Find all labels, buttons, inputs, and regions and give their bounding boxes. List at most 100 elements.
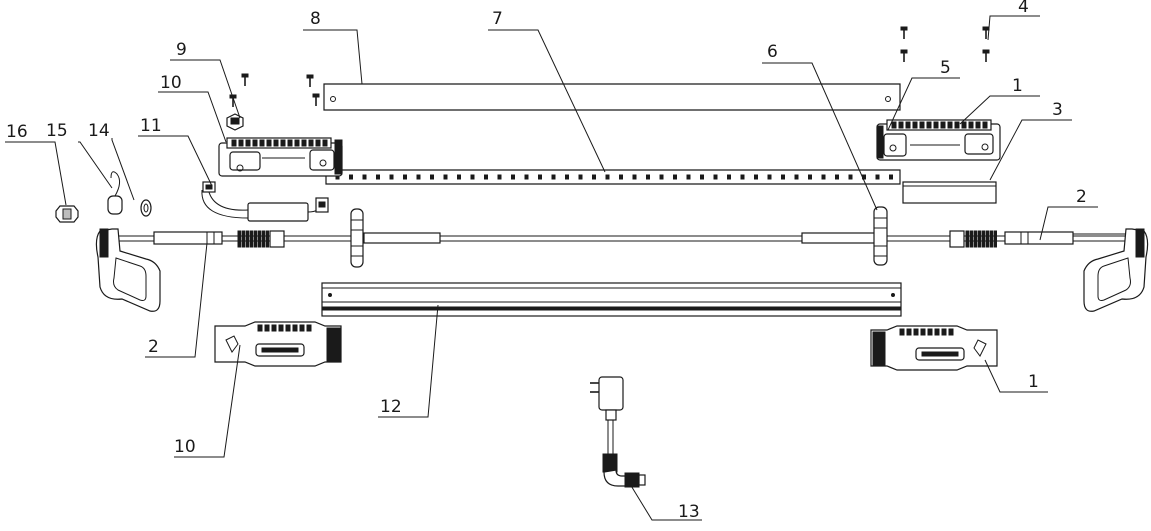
strip-hole	[524, 174, 529, 180]
housing-rib	[308, 139, 314, 147]
strip-hole	[632, 174, 637, 180]
part-3-bar	[902, 181, 997, 204]
housing-rib	[920, 328, 926, 336]
strip-hole	[578, 174, 583, 180]
strip-hole	[713, 174, 718, 180]
housing-rib	[231, 139, 237, 147]
housing-rib	[919, 121, 925, 129]
label-16: 16	[6, 122, 28, 142]
strip-hole	[511, 174, 515, 180]
housing-rib	[280, 139, 286, 147]
label-5: 5	[940, 58, 951, 78]
strip-hole	[592, 174, 596, 180]
label-9: 9	[176, 40, 187, 60]
spring-coil	[989, 230, 993, 248]
housing-rib	[273, 139, 279, 147]
spring-coil	[265, 230, 269, 248]
strip-hole	[484, 174, 488, 180]
part-14-ring	[140, 199, 152, 217]
strip-hole	[700, 174, 704, 180]
spring-coil	[993, 230, 997, 248]
label-7: 7	[492, 9, 503, 29]
housing-rib	[905, 121, 911, 129]
housing-rib	[266, 139, 272, 147]
housing-rib	[259, 139, 265, 147]
housing-rib	[948, 328, 954, 336]
housing-rib	[264, 324, 270, 332]
part-1-housing-top	[876, 119, 1001, 161]
housing-rib	[926, 121, 932, 129]
strip-hole	[767, 174, 772, 180]
strip-hole	[686, 174, 691, 180]
part-1-housing-bottom	[870, 325, 998, 371]
part-4-screws	[900, 26, 990, 62]
strip-hole	[403, 174, 407, 180]
leader-lines	[5, 15, 1098, 521]
part-8-plate	[323, 83, 901, 111]
strip-hole	[673, 174, 677, 180]
housing-rib	[238, 139, 244, 147]
housing-rib	[271, 324, 277, 332]
housing-rib	[294, 139, 300, 147]
label-11: 11	[140, 116, 162, 136]
part-7-perforated-strip	[325, 169, 901, 185]
strip-hole	[376, 174, 380, 180]
spring-coil	[253, 230, 257, 248]
strip-hole	[727, 174, 731, 180]
spring-coil	[965, 230, 969, 248]
label-1-top: 1	[1012, 76, 1023, 96]
housing-rib	[292, 324, 298, 332]
spring-coil	[257, 230, 261, 248]
right-handle	[1083, 228, 1149, 312]
strip-hole	[659, 174, 664, 180]
spring-coil	[237, 230, 241, 248]
part-16-nut	[55, 205, 79, 223]
strip-hole	[443, 174, 448, 180]
housing-rib	[947, 121, 953, 129]
housing-rib	[933, 121, 939, 129]
strip-hole	[497, 174, 502, 180]
strip-hole	[538, 174, 542, 180]
part-11-driver	[201, 181, 329, 222]
strip-hole	[754, 174, 758, 180]
label-8: 8	[310, 9, 321, 29]
spring-coil	[985, 230, 989, 248]
housing-rib	[912, 121, 918, 129]
strip-hole	[740, 174, 745, 180]
strip-hole	[848, 174, 853, 180]
label-6: 6	[767, 42, 778, 62]
housing-rib	[278, 324, 284, 332]
label-4: 4	[1018, 0, 1029, 17]
strip-hole	[821, 174, 826, 180]
part-labels: 8 7 6 4 5 1 3 2 9 10 11 14 15 16 2 10 12…	[6, 0, 1087, 522]
housing-rib	[940, 121, 946, 129]
spring-coil	[977, 230, 981, 248]
housing-rib	[315, 139, 321, 147]
strip-hole	[875, 174, 880, 180]
part-15-cap	[107, 171, 123, 215]
strip-hole	[389, 174, 394, 180]
left-handle	[95, 228, 161, 312]
label-2-left: 2	[148, 337, 159, 357]
housing-rib	[299, 324, 305, 332]
spring-coil	[973, 230, 977, 248]
label-3: 3	[1052, 100, 1063, 120]
spring-coil	[969, 230, 973, 248]
housing-rib	[968, 121, 974, 129]
spring-coil	[249, 230, 253, 248]
label-10-bottom: 10	[174, 437, 196, 457]
strip-hole	[565, 174, 569, 180]
housing-rib	[975, 121, 981, 129]
strip-hole	[457, 174, 461, 180]
housing-rib	[934, 328, 940, 336]
housing-rib	[941, 328, 947, 336]
label-14: 14	[88, 121, 110, 141]
housing-rib	[285, 324, 291, 332]
label-13: 13	[678, 502, 700, 522]
housing-rib	[898, 121, 904, 129]
housing-rib	[961, 121, 967, 129]
label-12: 12	[380, 397, 402, 417]
strip-hole	[349, 174, 353, 180]
housing-rib	[913, 328, 919, 336]
